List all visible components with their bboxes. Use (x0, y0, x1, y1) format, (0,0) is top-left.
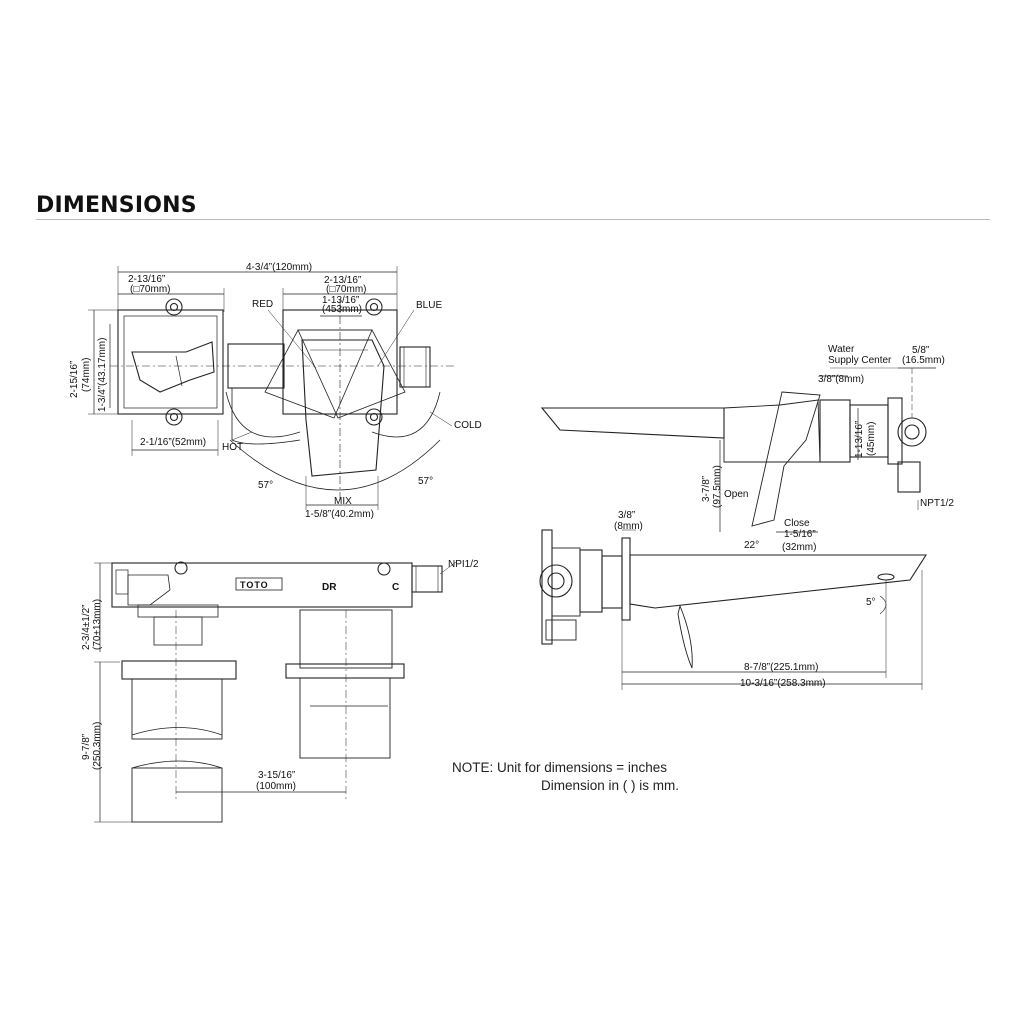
height-outer-mm-label: (74mm) (81, 358, 92, 392)
plate-right-width-label: 2-13/16” (324, 275, 361, 286)
depth-mm-label: (70±13mm) (92, 599, 103, 650)
hot-label: HOT (222, 442, 243, 453)
handle-width-mm-label: (453mm) (322, 304, 362, 315)
page-title: DIMENSIONS (36, 193, 197, 218)
front-npt-label: NPI1/2 (448, 559, 479, 570)
mix-label: MIX (334, 496, 352, 507)
bottom-spout-view (539, 529, 928, 690)
cold-label: COLD (454, 420, 482, 431)
side-npt-label: NPT1/2 (920, 498, 954, 509)
brand-mark: TOTO (240, 580, 269, 590)
units-note-line-2: Dimension in ( ) is mm. (541, 778, 680, 793)
spout-wall-gap-label: 3/8” (618, 510, 635, 521)
angle-right-label: 57° (418, 476, 433, 487)
plate-left-width-label: 2-13/16” (128, 274, 165, 285)
reach-label: 8-7/8”(225.1mm) (744, 662, 818, 673)
spout-angle-label: 5° (866, 597, 876, 608)
supply-offset-mm-label: (16.5mm) (902, 355, 945, 366)
handle-angle-label: 22° (744, 540, 759, 551)
close-label: Close (784, 518, 810, 529)
spout-wall-gap-mm-label: (8mm) (614, 521, 643, 532)
total-height-label: 9-7/8” (81, 734, 92, 760)
c-mark: C (392, 582, 399, 593)
water-supply-center-label: Supply Center (828, 355, 892, 366)
overall-length-label: 10-3/16”(258.3mm) (740, 678, 826, 689)
red-label: RED (252, 299, 273, 310)
plate-left-width-mm-label: (□70mm) (130, 284, 170, 295)
height-outer-label: 2-15/16” (69, 361, 80, 398)
top-view (88, 266, 455, 510)
units-note: NOTE: Unit for dimensions = inches Dimen… (452, 759, 679, 795)
close-depth-mm-label: (32mm) (782, 542, 816, 553)
plate-right-width-mm-label: (□70mm) (326, 284, 366, 295)
spacing-mm-label: (100mm) (256, 781, 296, 792)
spout-height-label: 3-7/8” (701, 476, 712, 502)
title-divider (36, 219, 990, 220)
spacing-label: 3-15/16” (258, 770, 295, 781)
bottom-width-label: 2-1/16”(52mm) (140, 437, 206, 448)
depth-label: 2-3/4±1/2” (81, 604, 92, 650)
angle-left-label: 57° (258, 480, 273, 491)
dr-mark: DR (322, 582, 337, 593)
water-supply-label: Water (828, 344, 855, 355)
front-view (94, 561, 457, 823)
total-height-mm-label: (250.3mm) (92, 722, 103, 770)
side-view (540, 367, 936, 533)
supply-offset-label: 5/8” (912, 345, 929, 356)
blue-label: BLUE (416, 300, 442, 311)
units-note-line-1: NOTE: Unit for dimensions = inches (452, 760, 667, 775)
open-label: Open (724, 489, 748, 500)
height-inner-label: 1-3/4”(43.17mm) (97, 338, 108, 412)
mix-width-label: 1-5/8”(40.2mm) (305, 509, 374, 520)
spout-height-mm-label: (97.5mm) (712, 465, 723, 508)
handle-width-label: 1-13/16” (322, 295, 359, 306)
body-height-mm-label: (45mm) (866, 422, 877, 456)
wall-gap-label: 3/8”(8mm) (818, 374, 864, 385)
overall-width-label: 4-3/4”(120mm) (246, 262, 312, 273)
body-height-label: 1-13/16” (854, 421, 865, 458)
close-depth-label: 1-5/16” (784, 529, 816, 540)
